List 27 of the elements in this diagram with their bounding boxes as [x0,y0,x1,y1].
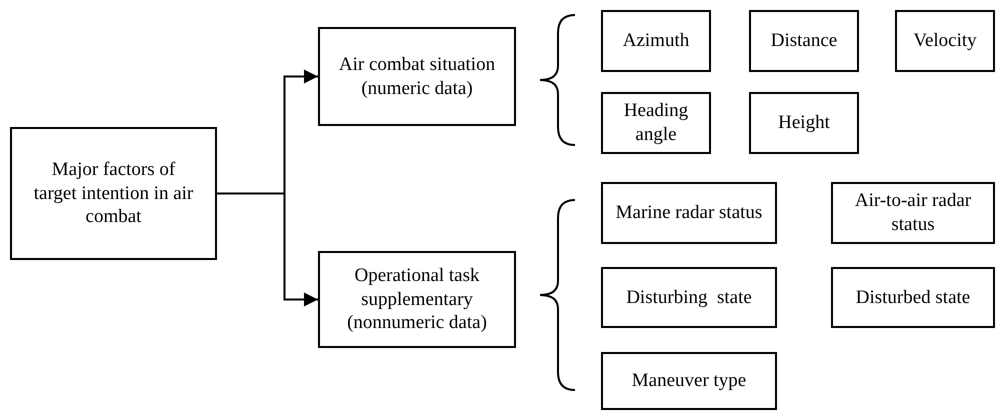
box-label: Air-to-air radar status [854,189,972,237]
process-box [601,182,777,244]
box-label: Disturbing state [626,286,752,310]
process-box [318,251,516,348]
box-label: Marine radar status [616,201,762,225]
process-box [601,92,711,154]
process-box [601,10,711,72]
process-box [895,10,995,72]
process-box [749,10,859,72]
arrow [217,192,318,306]
box-label: Velocity [913,29,977,53]
box-label: Operational task supplementary (nonnumeric data) [346,264,488,336]
box-label: Major factors of target intention in air combat [32,158,194,230]
box-label: Maneuver type [632,369,746,393]
process-box [831,267,995,328]
process-box [831,182,995,244]
box-label: Height [778,111,830,135]
box-label: Air combat situation (numeric data) [338,52,496,100]
process-box [601,267,777,328]
box-label: Disturbed state [856,286,970,310]
box-label: Distance [770,29,838,53]
process-box [10,127,217,260]
process-box [749,92,859,154]
box-label: Azimuth [622,29,690,53]
box-label: Heading angle [622,99,690,147]
process-box [318,27,516,126]
process-box [601,352,777,410]
